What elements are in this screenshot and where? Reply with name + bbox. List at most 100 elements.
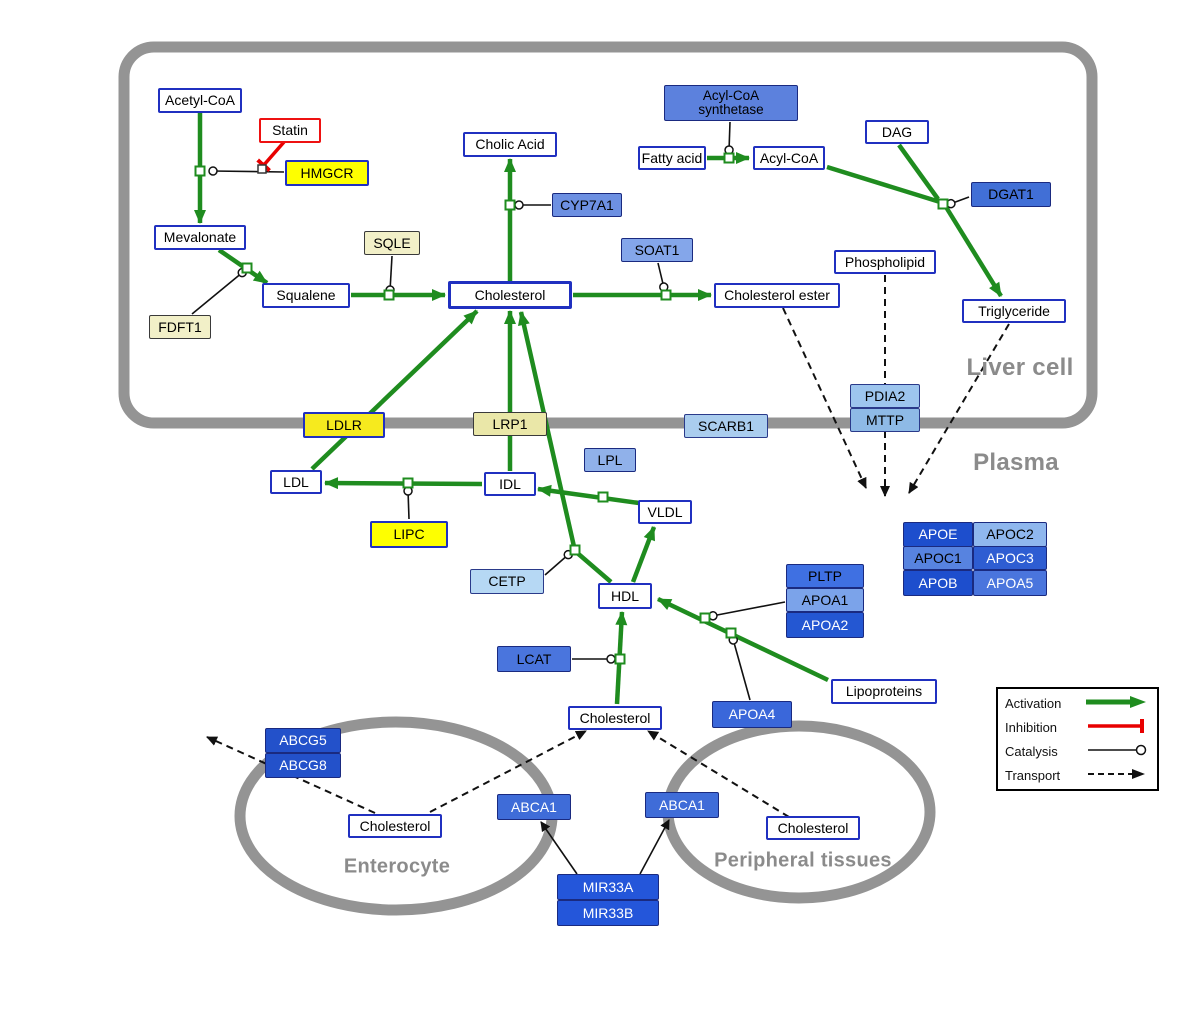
node-apoa2[interactable]: APOA2 [786,612,864,638]
reaction-square-5 [723,152,735,164]
node-cholic-acid[interactable]: Cholic Acid [463,131,557,157]
node-apoc2[interactable]: APOC2 [973,521,1047,547]
compartment-label-peripheral: Peripheral tissues [714,849,892,872]
reaction-square-11 [699,612,711,624]
node-dgat1[interactable]: DGAT1 [971,181,1051,207]
node-lipc[interactable]: LIPC [370,520,448,548]
node-dag[interactable]: DAG [865,120,929,144]
node-mevalonate[interactable]: Mevalonate [154,224,246,250]
node-fatty-acid[interactable]: Fatty acid [638,146,706,170]
node-ldl[interactable]: LDL [270,470,322,494]
node-cholesterol-ester[interactable]: Cholesterol ester [714,282,840,308]
edge-soat1-catalysis [657,262,669,292]
legend-label-transport: Transport [1005,767,1061,783]
edge-acylcoa-synthetase-catalysis [724,121,734,155]
node-lcat[interactable]: LCAT [497,646,571,672]
node-phospholipid[interactable]: Phospholipid [834,250,936,274]
reaction-square-12 [725,627,737,639]
edge-hmgcr-catalysis [208,166,285,176]
edge-dgat1-catalysis [946,196,970,209]
node-lpl[interactable]: LPL [584,448,636,472]
node-acyl-coa[interactable]: Acyl-CoA [753,146,825,170]
node-apoe[interactable]: APOE [903,521,973,547]
edge-mir33-to-abca1-right [639,819,670,875]
node-statin[interactable]: Statin [259,117,321,143]
edge-fdft1-catalysis [191,267,247,315]
node-apoc3[interactable]: APOC3 [973,546,1047,570]
reaction-square-4 [660,289,672,301]
reaction-nodes [194,152,949,665]
node-abca1-enterocyte[interactable]: ABCA1 [497,794,571,820]
legend-row-inhibition: Inhibition [998,718,1157,737]
node-sqle[interactable]: SQLE [364,231,420,255]
node-soat1[interactable]: SOAT1 [621,238,693,262]
node-cholesterol-peripheral[interactable]: Cholesterol [766,816,860,840]
node-abcg5[interactable]: ABCG5 [265,727,341,753]
reaction-square-6 [937,198,949,210]
node-pdia2[interactable]: PDIA2 [850,384,920,408]
edge-acylcoa-to-dgat1-reaction [826,164,941,205]
node-pltp[interactable]: PLTP [786,564,864,588]
reaction-square-0 [194,165,206,177]
node-lipoproteins[interactable]: Lipoproteins [831,678,937,704]
node-abca1-peripheral[interactable]: ABCA1 [645,792,719,818]
compartment-label-liver: Liver cell [966,354,1074,381]
activation-arrow-icon [1084,694,1150,713]
node-cholesterol-plasma[interactable]: Cholesterol [568,706,662,730]
node-apoc1[interactable]: APOC1 [903,546,973,570]
node-fdft1[interactable]: FDFT1 [149,315,211,339]
edge-triglyceride-transport [908,323,1010,494]
edge-hdl-to-cholesterol-liver [518,311,613,584]
legend-row-catalysis: Catalysis [998,742,1157,761]
node-triglyceride[interactable]: Triglyceride [962,299,1066,323]
node-cholesterol-liver[interactable]: Cholesterol [448,281,572,309]
node-scarb1[interactable]: SCARB1 [684,414,768,438]
compartment-label-enterocyte: Enterocyte [343,855,451,878]
edge-cholesterol-ester-transport [782,307,867,489]
transport-arrow-icon [1084,766,1150,785]
legend-row-activation: Activation [998,694,1157,713]
node-mir33a[interactable]: MIR33A [557,874,659,900]
node-apob[interactable]: APOB [903,570,973,596]
node-mir33b[interactable]: MIR33B [557,900,659,926]
node-acyl-coa-synthetase[interactable]: Acyl-CoA synthetase [664,85,798,121]
edge-lipoproteins-to-hdl [657,596,829,683]
node-mttp[interactable]: MTTP [850,408,920,432]
node-idl[interactable]: IDL [484,472,536,496]
edge-dgat1-reaction-to-triglyceride [944,205,1003,298]
node-cholesterol-enterocyte[interactable]: Cholesterol [348,814,442,838]
node-apoa5[interactable]: APOA5 [973,570,1047,596]
catalysis-arrow-icon [1084,742,1150,761]
node-hmgcr[interactable]: HMGCR [285,160,369,186]
node-hdl[interactable]: HDL [598,583,652,609]
reaction-square-2 [383,289,395,301]
reaction-square-3 [504,199,516,211]
node-squalene[interactable]: Squalene [262,282,350,308]
edge-sqle-catalysis [385,255,395,295]
edge-peripheral-cholesterol-to-plasma [647,730,790,818]
legend-label-activation: Activation [1005,695,1062,711]
node-acetyl-coa[interactable]: Acetyl-CoA [158,87,242,113]
reaction-square-7 [402,477,414,489]
reaction-square-8 [597,491,609,503]
legend-row-transport: Transport [998,766,1157,785]
reaction-square-9 [569,544,581,556]
node-cyp7a1[interactable]: CYP7A1 [552,193,622,217]
edge-apoa-stack-catalysis [708,601,786,621]
node-apoa4[interactable]: APOA4 [712,700,792,728]
edge-lipc-catalysis [403,486,413,520]
edge-vldl-to-idl [537,484,640,506]
reaction-square-10 [614,653,626,665]
node-abcg8[interactable]: ABCG8 [265,752,341,778]
node-lrp1[interactable]: LRP1 [473,412,547,436]
edge-mir33-to-abca1-left [540,821,578,875]
node-apoa1[interactable]: APOA1 [786,588,864,612]
compartment-liver [118,41,1098,429]
node-vldl[interactable]: VLDL [638,500,692,524]
inhibition-arrow-icon [1084,718,1150,737]
node-ldlr[interactable]: LDLR [303,412,385,438]
node-cetp[interactable]: CETP [470,568,544,594]
